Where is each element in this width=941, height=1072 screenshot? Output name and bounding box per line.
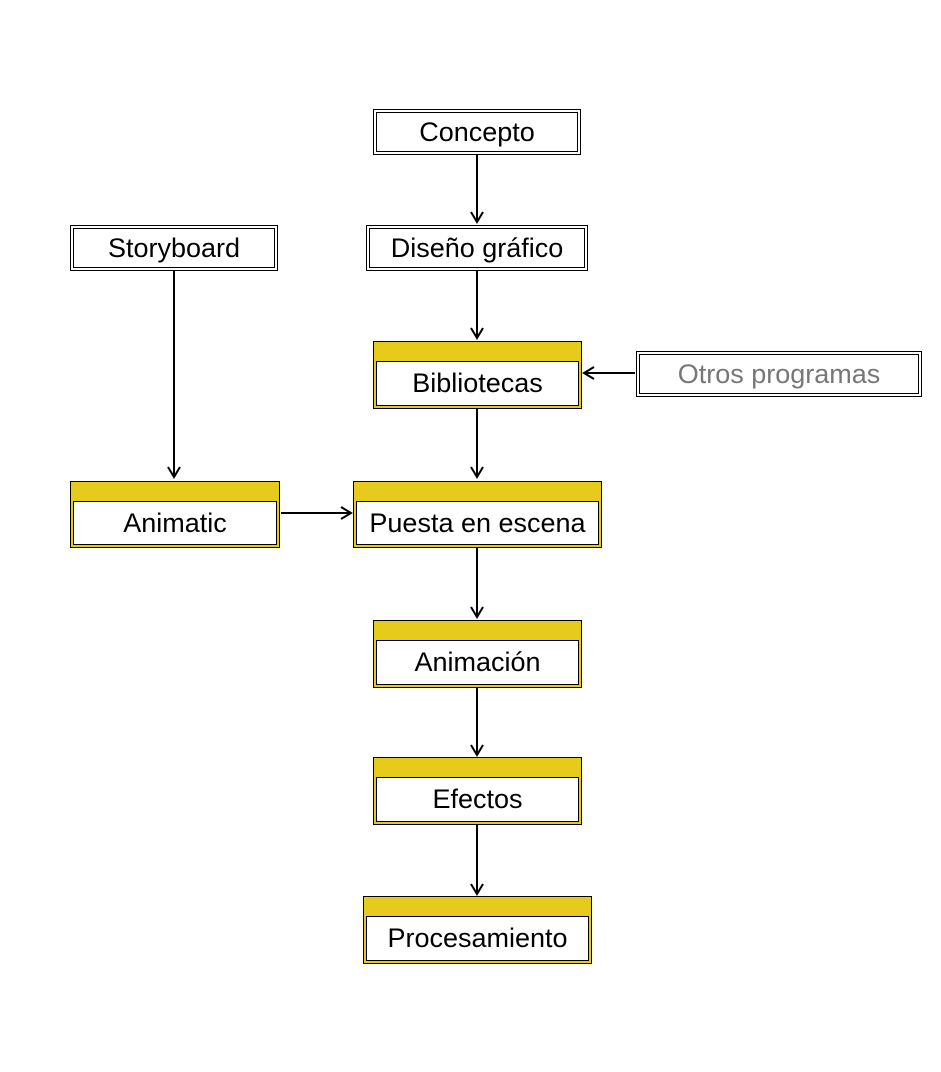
node-storyboard: Storyboard — [70, 225, 278, 271]
node-otros-programas: Otros programas — [636, 351, 922, 397]
node-label: Storyboard — [107, 232, 241, 263]
node-label: Puesta en escena — [369, 507, 586, 538]
node-animacion: Animación — [373, 620, 582, 688]
node-label: Bibliotecas — [412, 368, 543, 398]
node-label: Diseño gráfico — [390, 232, 564, 263]
node-diseno-grafico: Diseño gráfico — [366, 225, 588, 271]
node-puesta-en-escena: Puesta en escena — [353, 481, 602, 548]
node-bibliotecas: Bibliotecas — [373, 341, 582, 409]
node-concepto: Concepto — [373, 109, 581, 155]
node-procesamiento: Procesamiento — [363, 896, 592, 964]
node-efectos: Efectos — [373, 757, 582, 825]
node-label: Animación — [414, 647, 541, 677]
node-label: Concepto — [419, 116, 535, 147]
node-animatic: Animatic — [70, 481, 280, 548]
node-label: Animatic — [123, 507, 227, 538]
node-label: Otros programas — [677, 358, 881, 389]
node-label: Procesamiento — [387, 923, 568, 953]
node-label: Efectos — [432, 784, 523, 814]
